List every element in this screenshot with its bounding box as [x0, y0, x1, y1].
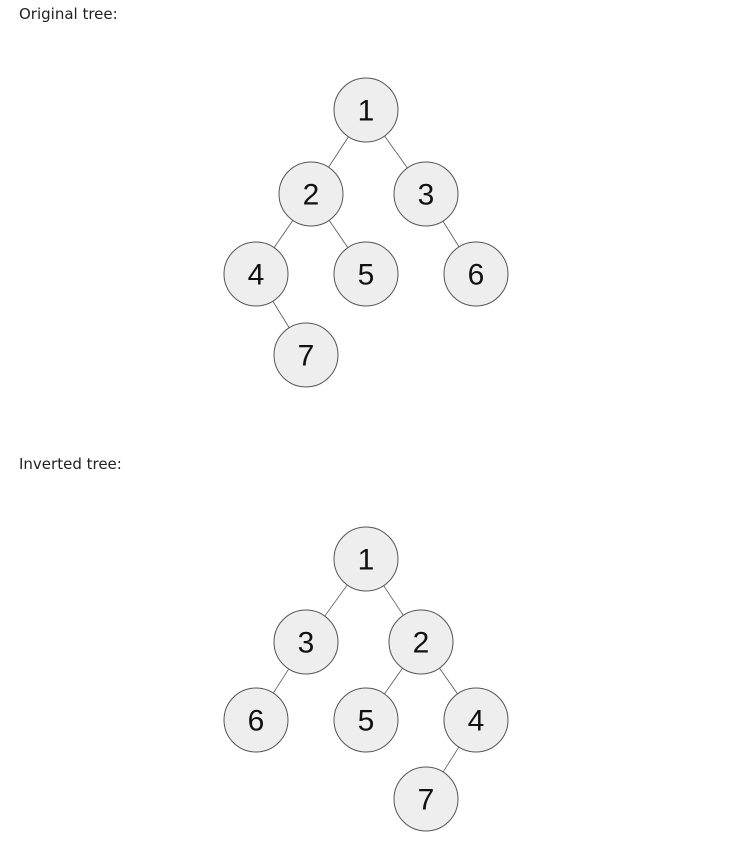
- tree-edge: [328, 136, 349, 168]
- tree-node-label: 1: [358, 95, 375, 128]
- tree-node-circle: [273, 609, 339, 675]
- tree-edge: [328, 220, 349, 248]
- tree-node-circle: [333, 77, 399, 143]
- tree-node-circle: [393, 161, 459, 227]
- tree-node-circle: [223, 241, 289, 307]
- tree-edge: [383, 585, 404, 616]
- tree-node: 7: [273, 322, 339, 388]
- tree-edge: [324, 584, 348, 617]
- tree-node-circle: [443, 241, 509, 307]
- original-tree-caption: Original tree:: [19, 5, 118, 23]
- tree-node-label: 2: [413, 627, 430, 660]
- tree-node-label: 4: [468, 705, 485, 738]
- tree-node-circle: [278, 161, 344, 227]
- tree-edge: [384, 667, 403, 695]
- tree-node-label: 7: [298, 340, 315, 373]
- tree-edge: [442, 746, 460, 773]
- tree-node-label: 3: [418, 179, 435, 212]
- tree-node-label: 3: [298, 627, 315, 660]
- tree-node-circle: [333, 526, 399, 592]
- tree-edge: [273, 220, 294, 248]
- tree-edge: [439, 667, 458, 695]
- tree-node-circle: [388, 609, 454, 675]
- tree-edge: [272, 301, 290, 328]
- tree-node-label: 4: [248, 259, 265, 292]
- tree-node-label: 2: [303, 179, 320, 212]
- tree-node: 2: [278, 161, 344, 227]
- tree-node-circle: [443, 687, 509, 753]
- tree-node: 5: [333, 241, 399, 307]
- tree-node: 1: [333, 526, 399, 592]
- tree-node: 6: [443, 241, 509, 307]
- tree-node-label: 6: [248, 705, 265, 738]
- inverted-tree-caption: Inverted tree:: [19, 455, 122, 473]
- tree-node: 2: [388, 609, 454, 675]
- tree-node-circle: [273, 322, 339, 388]
- tree-node: 5: [333, 687, 399, 753]
- tree-node-label: 6: [468, 259, 485, 292]
- tree-edge: [272, 668, 290, 694]
- tree-node-circle: [223, 687, 289, 753]
- inverted-tree-diagram: 1 3 2 6 5 4 7: [223, 526, 509, 832]
- tree-node-label: 5: [358, 705, 375, 738]
- tree-node-circle: [393, 766, 459, 832]
- tree-edge: [442, 220, 460, 248]
- tree-node-label: 1: [358, 544, 375, 577]
- tree-node: 3: [393, 161, 459, 227]
- tree-node-label: 7: [418, 784, 435, 817]
- tree-node: 6: [223, 687, 289, 753]
- tree-edge: [384, 135, 408, 169]
- tree-node: 3: [273, 609, 339, 675]
- tree-node: 4: [443, 687, 509, 753]
- tree-node: 4: [223, 241, 289, 307]
- original-tree-diagram: 1 2 3 4 5 6 7: [223, 77, 509, 388]
- tree-node-label: 5: [358, 259, 375, 292]
- tree-node-circle: [333, 241, 399, 307]
- tree-node-circle: [333, 687, 399, 753]
- tree-node: 7: [393, 766, 459, 832]
- tree-node: 1: [333, 77, 399, 143]
